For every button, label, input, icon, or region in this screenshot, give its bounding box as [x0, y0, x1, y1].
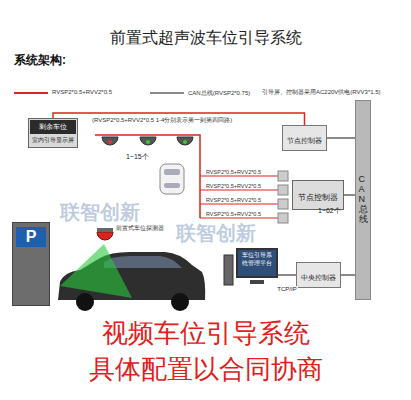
detector-dome: [102, 137, 118, 145]
detector-dome: [177, 137, 193, 145]
detector-bracket: [97, 228, 113, 232]
wire-spec: RVSP2*0.5+RVV2*0.5: [206, 197, 261, 203]
connector: [327, 137, 355, 139]
connector: [341, 274, 355, 276]
node-text: 中央控制器: [301, 274, 336, 281]
watermark: 联智创新: [176, 220, 256, 247]
car-window: [164, 183, 180, 188]
computer-tower: [224, 255, 233, 285]
monitor-stand: [250, 280, 264, 284]
loop-wire: [200, 217, 278, 218]
watermark: 联智创新: [60, 199, 140, 226]
detector-light: [146, 140, 150, 144]
connector: [53, 113, 305, 125]
wire-spec: RVSP2*0.5+RVV2*0.5: [206, 211, 261, 217]
car-wheel: [171, 293, 189, 311]
detector-label: 前置式车位探测器: [116, 224, 164, 233]
node-text: 节点控制器: [298, 193, 338, 202]
detector-dome: [140, 137, 156, 145]
entrance-kiosk: P: [12, 222, 50, 306]
car-wheel: [76, 293, 94, 311]
node-controller: 节点控制器: [292, 180, 344, 210]
loop-wire: [200, 189, 278, 190]
car-top-view: [160, 164, 184, 194]
wire-spec: RVSP2*0.5+RVV2*0.5: [206, 183, 261, 189]
wire-spec: RVSP2*0.5+RVV2*0.5: [206, 169, 261, 175]
car-window: [104, 256, 182, 268]
controller-module: [278, 171, 288, 181]
connector: [344, 194, 355, 196]
ultrasonic-beam: [60, 244, 132, 298]
node-controller: 节点控制器: [282, 125, 327, 151]
can-bus-bar: CAN总线: [355, 100, 371, 300]
controller-module: [278, 213, 288, 223]
section-heading: 系统架构:: [14, 52, 66, 69]
node-text: 剩余车位: [30, 120, 76, 134]
legend-text: CAN总线(RVSP2*0.75): [188, 89, 250, 98]
page-title: 前置式超声波车位引导系统: [0, 28, 411, 49]
node-text: CAN总线: [359, 175, 368, 224]
connector-label: TCP/IP: [276, 286, 297, 292]
controller-module: [278, 199, 288, 209]
node-text: 室内引导显示屏: [30, 134, 76, 146]
legend-text: RVSP2*0.5+RVV2*0.5: [52, 89, 112, 95]
legend-line-sample: [150, 92, 184, 94]
loop-wire: [200, 203, 278, 204]
quantity-note: 1~62个: [318, 206, 341, 216]
front-detector: [97, 232, 113, 240]
loop-wire: [200, 175, 278, 176]
management-computer: 车位引导系统管理平台: [236, 248, 278, 278]
node-text: 车位引导系统管理平台: [240, 252, 274, 267]
detector-light: [108, 140, 112, 144]
controller-module: [278, 185, 288, 195]
promo-text: 具体配置以合同协商: [0, 352, 411, 387]
car-window: [164, 169, 180, 175]
quantity-note: 1~15个: [126, 152, 149, 162]
node-text: 节点控制器: [287, 137, 322, 144]
power-note: 引导屏、控制器采用AC220V供电(RVV3*1.5): [262, 88, 381, 97]
central-controller: 中央控制器: [296, 262, 341, 288]
node-text: P: [16, 227, 46, 247]
legend-line-sample: [14, 92, 48, 94]
display-panel: 剩余车位室内引导显示屏: [28, 118, 78, 148]
promo-text: 视频车位引导系统: [0, 316, 411, 351]
connector: [278, 274, 296, 276]
detector-light: [183, 140, 187, 144]
loop-note: (RVSP2*0.5+RVV2*0.5 1-4分别表示第一到第四回路): [92, 116, 232, 125]
